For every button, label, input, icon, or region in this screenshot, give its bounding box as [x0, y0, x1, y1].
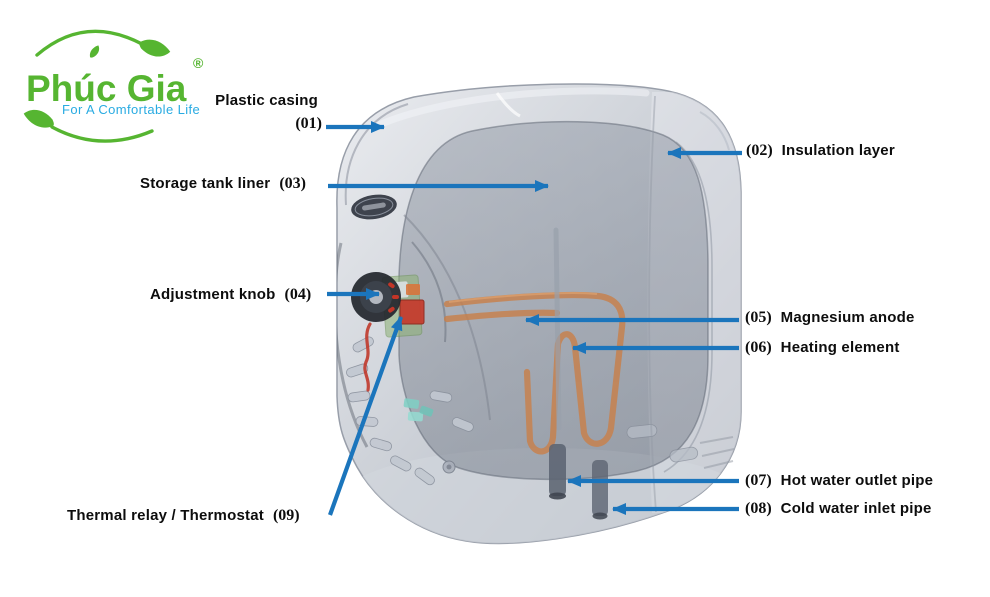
- flange-ring: [336, 242, 369, 448]
- part-name: Hot water outlet pipe: [780, 472, 934, 489]
- casing-notch: [495, 92, 521, 118]
- part-number: (02): [746, 142, 773, 159]
- part-number: (03): [279, 175, 306, 192]
- label-plastic-casing: Plastic casing (01): [178, 92, 322, 133]
- part-name: Insulation layer: [781, 142, 895, 159]
- callout-arrows: [326, 121, 742, 516]
- registered-trademark-symbol: ®: [193, 55, 204, 71]
- hot-water-outlet-pipe-shape: [549, 444, 566, 500]
- leaf-icon: [23, 109, 54, 128]
- label-storage-tank-liner: Storage tank liner (03): [140, 175, 306, 193]
- side-studs: [626, 424, 699, 463]
- magnesium-anode-shape: [553, 227, 562, 431]
- leaf-icon: [89, 45, 100, 58]
- red-wire: [363, 322, 372, 392]
- part-number: (07): [745, 472, 772, 489]
- part-name: Thermal relay / Thermostat: [67, 507, 264, 524]
- label-thermal-relay-thermostat: Thermal relay / Thermostat (09): [67, 507, 300, 525]
- label-heating-element: (06) Heating element: [745, 339, 900, 357]
- brand-badge: [351, 194, 397, 220]
- logo-leaf-arcs: [23, 29, 171, 143]
- water-heater-body: [336, 83, 742, 545]
- part-number: (09): [272, 507, 300, 524]
- thermal-relay-block: [399, 299, 425, 325]
- leaf-icon: [139, 39, 171, 57]
- insulation-gap-line: [663, 141, 713, 473]
- label-cold-water-inlet-pipe: (08) Cold water inlet pipe: [745, 500, 932, 518]
- part-name: Adjustment knob: [150, 286, 276, 303]
- flange-inner-ring: [411, 241, 447, 343]
- label-insulation-layer: (02) Insulation layer: [746, 142, 895, 160]
- heating-element-sheen: [448, 291, 598, 303]
- cold-water-inlet-pipe-shape: [592, 460, 608, 520]
- part-number: (06): [745, 339, 772, 356]
- vent-ribs: [699, 436, 735, 469]
- flange-bolts: [346, 336, 474, 486]
- storage-tank-liner-shape: [397, 120, 709, 481]
- brand-tagline: For A Comfortable Life: [62, 102, 201, 117]
- logo-bottom-arc: [50, 125, 154, 143]
- part-name: Magnesium anode: [780, 309, 915, 326]
- casing-top-highlight: [368, 87, 650, 132]
- part-name: Heating element: [780, 339, 900, 356]
- heating-element-shape: [443, 291, 626, 455]
- part-number: (04): [284, 286, 312, 303]
- adjustment-knob-shape: [351, 272, 401, 322]
- part-number: (08): [745, 500, 772, 517]
- corner-detail: [699, 111, 730, 151]
- brand-wordmark: Phúc Gia: [26, 68, 187, 109]
- casing-right-seam: [648, 95, 657, 513]
- logo-top-arc: [35, 29, 144, 57]
- label-magnesium-anode: (05) Magnesium anode: [745, 309, 915, 327]
- part-name: Storage tank liner: [140, 175, 271, 192]
- label-adjustment-knob: Adjustment knob (04): [150, 286, 311, 304]
- arrow-09-thermal-relay: [328, 316, 403, 516]
- part-number: (01): [295, 115, 322, 132]
- label-hot-water-outlet-pipe: (07) Hot water outlet pipe: [745, 472, 933, 490]
- part-name: Cold water inlet pipe: [780, 500, 932, 517]
- part-name: Plastic casing: [215, 92, 318, 109]
- part-number: (05): [745, 309, 772, 326]
- wiring-connectors: [403, 398, 434, 422]
- casing-left-seam: [344, 103, 409, 206]
